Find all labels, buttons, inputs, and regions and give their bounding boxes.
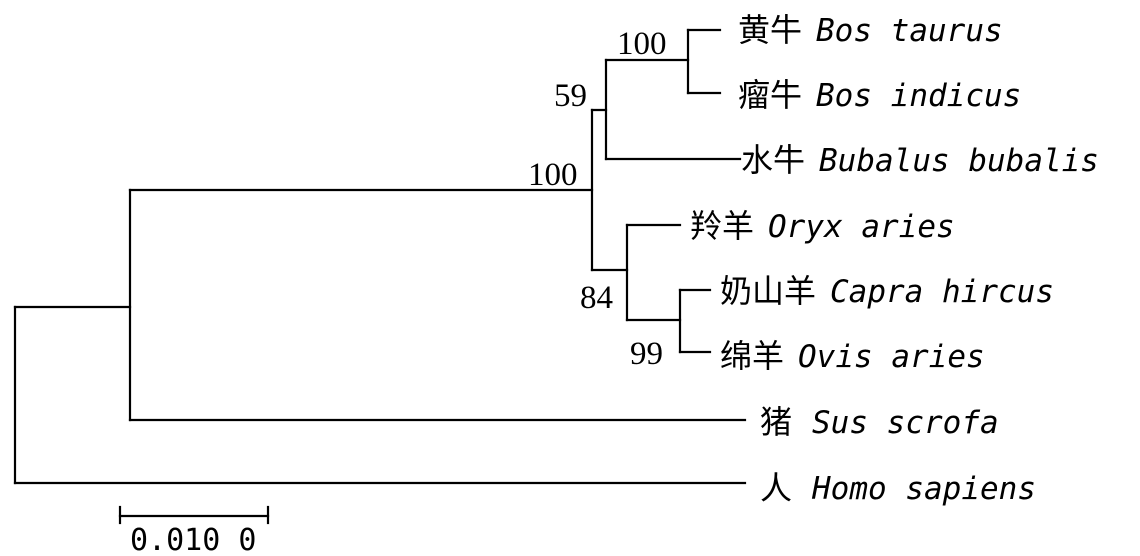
taxon-cn-name: 绵羊 (720, 337, 784, 375)
taxon-cn-name: 人 (760, 469, 792, 507)
taxon-cn-name: 猪 (760, 403, 792, 441)
taxon-latin-name: Sus scrofa (812, 405, 999, 441)
taxon-label-homo: 人 Homo sapiens (760, 469, 1036, 507)
taxon-label-capra: 奶山羊 Capra hircus (720, 272, 1054, 310)
taxon-labels: 黄牛 Bos taurus 瘤牛 Bos indicus 水牛 Bubalus bub… (690, 11, 1099, 507)
scale-bar: 0.010 0 (118, 505, 270, 556)
taxon-label-bos-taurus: 黄牛 Bos taurus (738, 11, 1003, 49)
bootstrap-bovini: 59 (554, 78, 587, 114)
taxon-latin-name: Bos indicus (816, 78, 1021, 114)
taxon-label-bubalus: 水牛 Bubalus bubalis (741, 141, 1099, 179)
taxon-label-bos-indicus: 瘤牛 Bos indicus (738, 76, 1021, 114)
bootstrap-caprinae: 84 (580, 280, 613, 316)
bootstrap-bovidae: 100 (528, 157, 578, 193)
taxon-label-sus: 猪 Sus scrofa (760, 403, 999, 441)
bootstrap-values: 100 59 100 84 99 (528, 26, 667, 372)
bootstrap-capra-ovis: 99 (630, 336, 663, 372)
taxon-latin-name: Ovis aries (798, 339, 985, 375)
scale-bar-label: 0.010 0 (130, 523, 256, 556)
taxon-latin-name: Oryx aries (768, 209, 955, 245)
taxon-cn-name: 瘤牛 (738, 76, 802, 114)
tree-branches (13, 28, 747, 485)
taxon-latin-name: Capra hircus (830, 274, 1054, 310)
bootstrap-bos: 100 (617, 26, 667, 62)
taxon-latin-name: Bubalus bubalis (819, 143, 1099, 179)
taxon-latin-name: Homo sapiens (811, 471, 1036, 507)
taxon-cn-name: 羚羊 (690, 207, 754, 245)
taxon-latin-name: Bos taurus (816, 13, 1003, 49)
taxon-cn-name: 黄牛 (738, 11, 802, 49)
taxon-cn-name: 水牛 (741, 141, 805, 179)
taxon-label-ovis: 绵羊 Ovis aries (720, 337, 985, 375)
taxon-cn-name: 奶山羊 (720, 272, 816, 310)
taxon-label-oryx: 羚羊 Oryx aries (690, 207, 955, 245)
